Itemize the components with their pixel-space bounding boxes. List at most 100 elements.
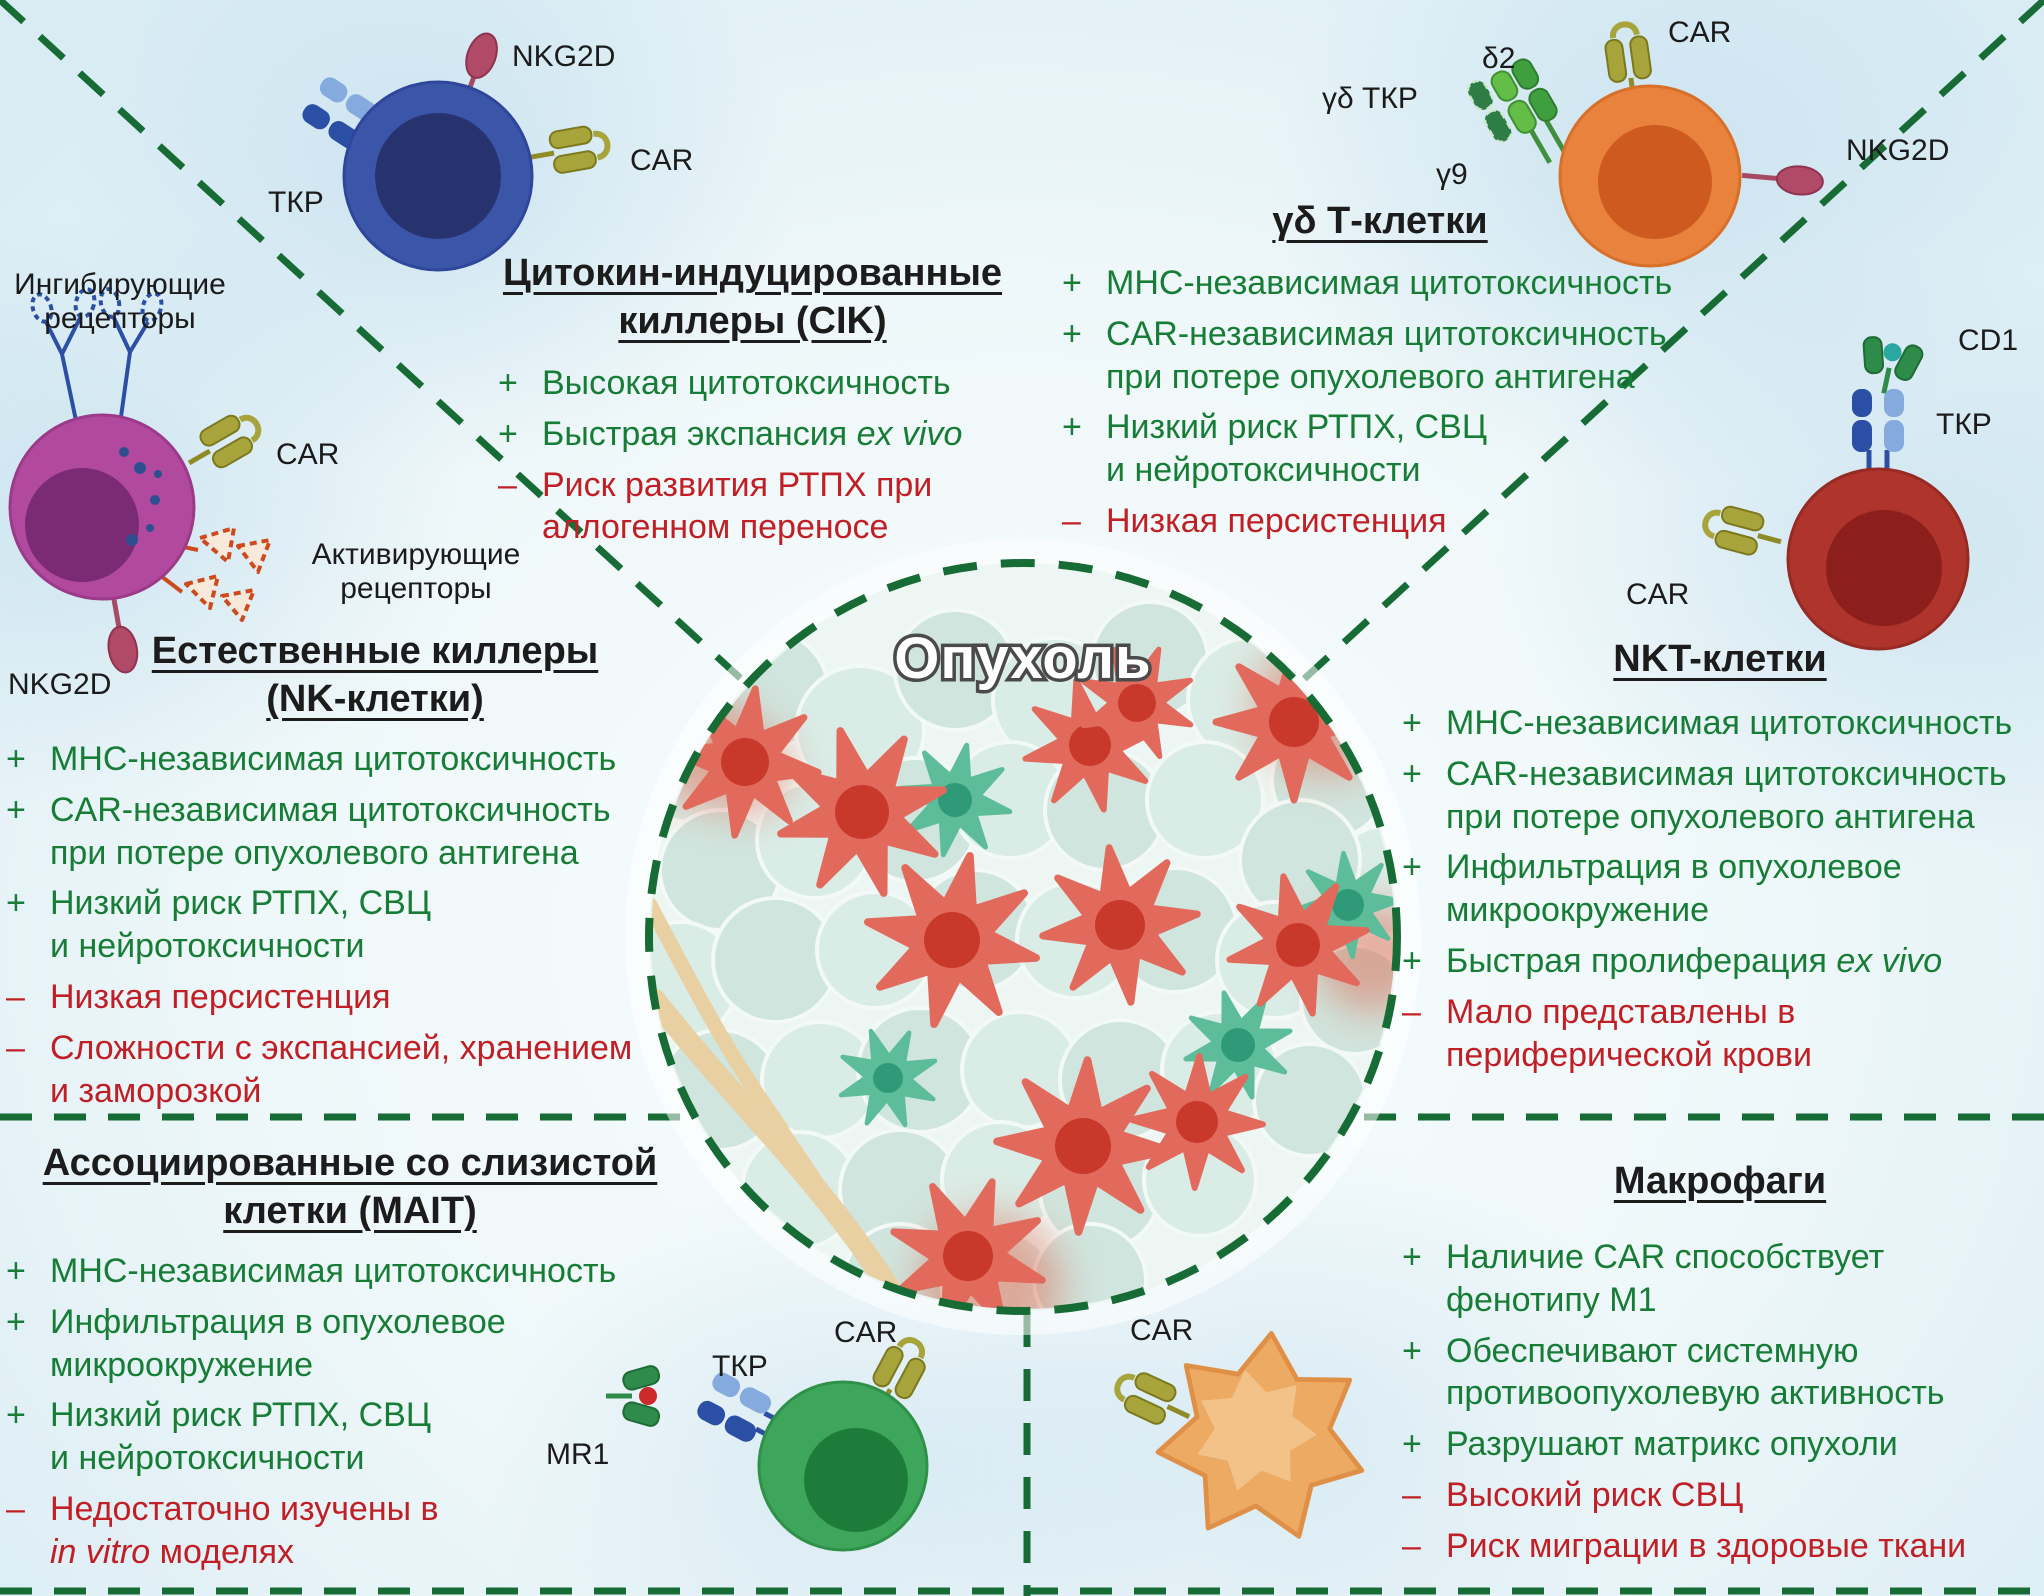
minus-sign: – xyxy=(1402,1476,1421,1515)
item-text: Высокий риск СВЦ xyxy=(1446,1476,1744,1515)
minus-sign: – xyxy=(1402,1526,1421,1565)
mac-car-label: CAR xyxy=(1130,1314,1194,1347)
con-item: –Высокий риск СВЦ xyxy=(1402,1474,2022,1517)
tumor-cells-teal xyxy=(822,734,1422,1145)
mait-title: Ассоциированные со слизистой клетки (MAI… xyxy=(30,1140,670,1236)
con-item: –Риск миграции в здоровые ткани xyxy=(1402,1525,2022,1568)
nkt-title: NKT-клетки xyxy=(1460,636,1980,684)
nk-cell-nucleus xyxy=(25,468,139,582)
mait-title-line2: клетки (MAIT) xyxy=(223,1189,477,1232)
item-text: MHC-независимая цитотоксичность xyxy=(50,740,617,778)
mait-tkr-label: ТКР xyxy=(712,1350,768,1383)
nkg2d-receptor xyxy=(1741,161,1824,196)
mr1-molecule xyxy=(606,1365,661,1427)
cd1-molecule xyxy=(1862,336,1924,394)
minus-sign: – xyxy=(1062,502,1081,541)
con-item: –Низкая персистенция xyxy=(1062,500,1707,543)
plus-sign: + xyxy=(1062,264,1082,302)
pro-item: + MHC-независимая цитотоксичность xyxy=(1062,262,1707,305)
gd-cell-nucleus xyxy=(1598,125,1712,239)
gd-tcr-label: γδ ТКР xyxy=(1322,82,1418,115)
plus-sign: + xyxy=(6,790,26,829)
tumor-cells-red xyxy=(661,612,1404,1355)
mait-cell-nucleus xyxy=(804,1428,908,1532)
plus-sign: + xyxy=(498,414,518,453)
pro-item: +Разрушают матрикс опухоли xyxy=(1402,1423,2022,1466)
plus-sign: + xyxy=(1062,408,1082,447)
minus-sign: – xyxy=(6,1028,25,1067)
item-text: Низкая персистенция xyxy=(50,978,391,1017)
tumor-illustration: Опухоль xyxy=(625,539,1422,1355)
mac-title-text: Макрофаги xyxy=(1613,1160,1827,1202)
gd-title-text: γδ Т-клетки xyxy=(1272,200,1488,242)
nk-title-line1: Естественные киллеры xyxy=(151,630,599,672)
gd-items: + MHC-независимая цитотоксичность +CAR-не… xyxy=(1062,262,1707,551)
item-text: MHC-независимая цитотоксичность xyxy=(50,1252,617,1290)
plus-sign: + xyxy=(6,740,26,778)
nkt-tkr-label: ТКР xyxy=(1936,408,1992,441)
gd-title: γδ Т-клетки xyxy=(1120,198,1640,246)
nk-items: + MHC-независимая цитотоксичность + CAR-не… xyxy=(6,738,651,1121)
pro-item: +MHC-независимая цитотоксичность xyxy=(1402,702,2042,745)
nkt-title-text: NKT-клетки xyxy=(1613,638,1827,680)
inhibitory-receptors xyxy=(30,287,164,431)
nk-cell-illustration xyxy=(8,287,272,674)
car-receptor xyxy=(1700,501,1786,562)
cik-cell-nucleus xyxy=(375,113,501,239)
plus-sign: + xyxy=(1402,848,1422,887)
gd-car-label: CAR xyxy=(1668,16,1732,49)
plus-sign: + xyxy=(6,1396,26,1435)
pro-item: +Быстрая пролиферация ex vivo xyxy=(1402,940,2042,983)
cik-nkg2d-label: NKG2D xyxy=(512,40,616,73)
plus-sign: + xyxy=(6,1302,26,1341)
item-text: Быстрая экспансия ex vivo xyxy=(542,414,963,453)
item-text: Риск миграции в здоровые ткани xyxy=(1446,1526,1967,1565)
nk-title: Естественные киллеры (NK-клетки) xyxy=(60,628,690,724)
mait-car-label: CAR xyxy=(834,1316,898,1349)
plus-sign: + xyxy=(1402,1331,1422,1370)
plus-sign: + xyxy=(1402,1238,1422,1276)
nk-inhibitory-label: Ингибирующие рецепторы xyxy=(14,268,226,335)
mait-items: + MHC-независимая цитотоксичность + Инфиль… xyxy=(6,1250,656,1582)
item-text: Разрушают матрикс опухоли xyxy=(1446,1425,1898,1464)
nkt-cell-nucleus xyxy=(1826,510,1942,626)
minus-sign: – xyxy=(1402,992,1421,1031)
nk-car-label: CAR xyxy=(276,438,340,471)
car-receptor xyxy=(179,406,268,481)
mait-cell-illustration xyxy=(606,1332,934,1552)
pro-item: +Высокая цитотоксичность xyxy=(498,362,1078,405)
cik-tkr-label: ТКР xyxy=(268,186,324,219)
nk-title-line2: (NK-клетки) xyxy=(266,677,484,720)
item-text: Низкая персистенция xyxy=(1106,502,1447,541)
plus-sign: + xyxy=(1402,942,1422,981)
item-text: MHC-независимая цитотоксичность xyxy=(1106,264,1673,302)
plus-sign: + xyxy=(6,1252,26,1290)
nkt-items: +MHC-независимая цитотоксичность +CAR-не… xyxy=(1402,702,2042,1085)
tumor-title: Опухоль xyxy=(894,626,1151,691)
plus-sign: + xyxy=(498,364,518,402)
